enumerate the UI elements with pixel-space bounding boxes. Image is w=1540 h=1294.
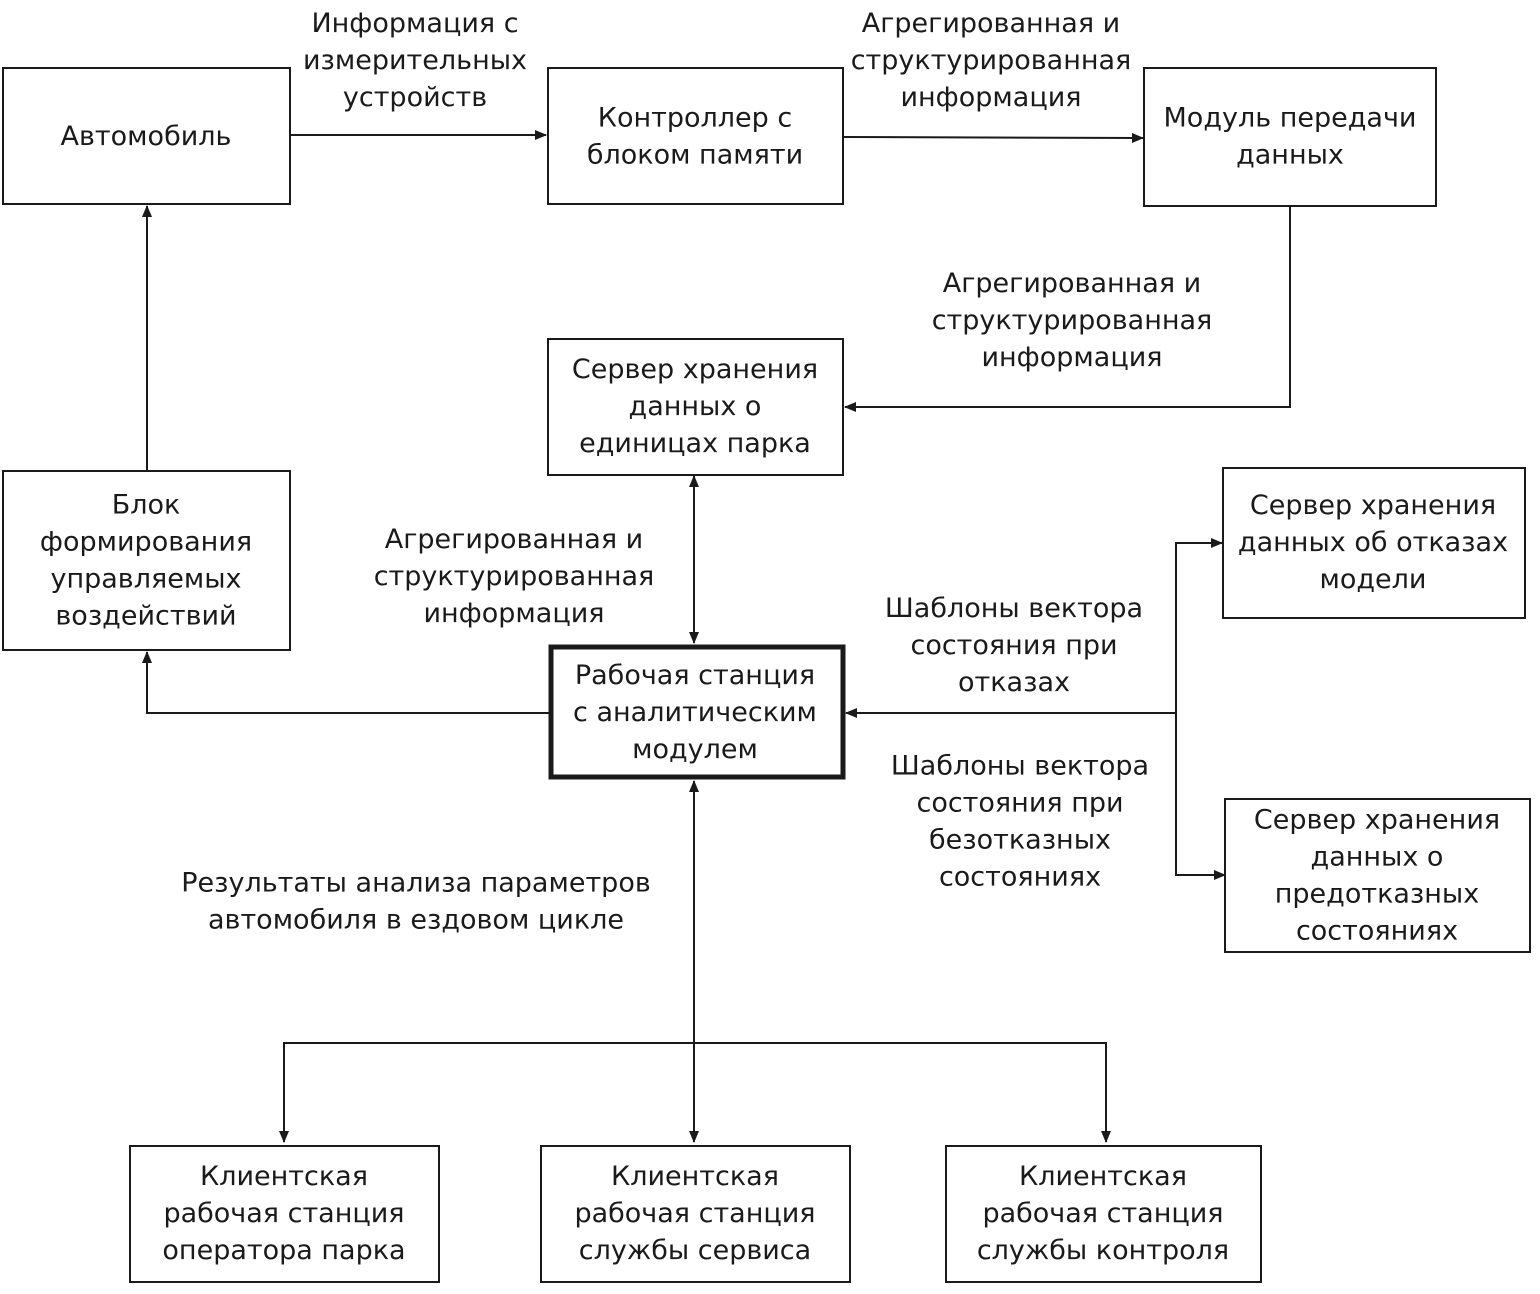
- node-control-block-label: Блок формирования управляемых воздействий: [40, 490, 252, 632]
- text-line: Рабочая станция: [575, 660, 815, 691]
- text-line: модулем: [632, 734, 758, 765]
- text-line: Автомобиль: [61, 121, 232, 152]
- text-line: Информация с: [311, 8, 518, 39]
- node-fleet-server-label: Сервер хранения данных о единицах парка: [572, 354, 818, 459]
- text-line: с аналитическим: [573, 697, 817, 728]
- text-line: состояния при: [910, 630, 1117, 661]
- node-client-operator-label: Клиентская рабочая станция оператора парка: [162, 1161, 405, 1266]
- node-transmitter: Модуль передачи данных: [1143, 67, 1437, 207]
- label-transmitter-to-fleet-server: Агрегированная и структурированная информа…: [932, 268, 1213, 373]
- text-line: Сервер хранения: [1250, 490, 1496, 521]
- text-line: рабочая станция: [982, 1198, 1223, 1229]
- text-line: состояниях: [1296, 916, 1458, 947]
- arrow-to-client-control: [694, 1042, 1111, 1143]
- text-line: состояния при: [916, 788, 1123, 819]
- text-line: данных о: [629, 391, 762, 422]
- text-line: Блок: [112, 490, 181, 521]
- node-control-block: Блок формирования управляемых воздействий: [2, 470, 291, 651]
- text-line: Сервер хранения: [572, 354, 818, 385]
- text-line: модели: [1320, 564, 1427, 595]
- text-line: структурированная: [932, 305, 1213, 336]
- text-line: рабочая станция: [163, 1198, 404, 1229]
- text-line: Клиентская: [200, 1161, 368, 1192]
- connectors: [142, 130, 1291, 1143]
- text-line: структурированная: [374, 561, 655, 592]
- text-line: устройств: [343, 82, 487, 113]
- node-client-operator: Клиентская рабочая станция оператора парка: [129, 1145, 440, 1283]
- text-line: службы сервиса: [579, 1235, 811, 1266]
- text-line: безотказных: [929, 825, 1111, 856]
- text-line: Контроллер с: [598, 103, 792, 134]
- node-controller: Контроллер с блоком памяти: [547, 67, 844, 205]
- text-line: данных об отказах: [1238, 527, 1508, 558]
- text-line: информация: [423, 598, 604, 629]
- label-nonfailure-templates: Шаблоны вектора состояния при безотказных с…: [891, 751, 1149, 893]
- label-fleet-server-workstation: Агрегированная и структурированная информа…: [374, 524, 655, 629]
- label-car-to-controller: Информация с измерительных устройств: [303, 8, 527, 113]
- text-line: измерительных: [303, 45, 527, 76]
- arrow-controller-to-transmitter: [842, 132, 1144, 143]
- text-line: данных о: [1311, 842, 1444, 873]
- text-line: единицах парка: [579, 428, 811, 459]
- node-controller-label: Контроллер с блоком памяти: [587, 103, 803, 171]
- text-line: Клиентская: [1019, 1161, 1187, 1192]
- text-line: Агрегированная и: [943, 268, 1201, 299]
- text-line: отказах: [958, 667, 1070, 698]
- text-line: Агрегированная и: [385, 524, 643, 555]
- node-car: Автомобиль: [2, 67, 291, 205]
- node-prefailure-server: Сервер хранения данных о предотказных состо…: [1224, 798, 1531, 953]
- text-line: оператора парка: [162, 1235, 405, 1266]
- text-line: состояниях: [939, 862, 1101, 893]
- text-line: рабочая станция: [574, 1198, 815, 1229]
- arrow-transmitter-to-fleet-server: [844, 206, 1291, 412]
- node-fleet-server: Сервер хранения данных о единицах парка: [547, 338, 844, 476]
- node-failure-server-label: Сервер хранения данных об отказах модели: [1238, 490, 1508, 595]
- text-line: автомобиля в ездовом цикле: [208, 905, 624, 936]
- arrow-to-client-operator: [279, 1042, 694, 1143]
- text-line: информация: [900, 82, 1081, 113]
- text-line: данных: [1236, 140, 1344, 171]
- text-line: Клиентская: [611, 1161, 779, 1192]
- text-line: Шаблоны вектора: [885, 593, 1143, 624]
- bracket-to-prefailure-server: [1175, 713, 1226, 880]
- text-line: Результаты анализа параметров: [181, 868, 651, 899]
- node-car-label: Автомобиль: [61, 121, 232, 152]
- node-workstation: Рабочая станция с аналитическим модулем: [548, 644, 846, 780]
- node-client-control-label: Клиентская рабочая станция службы контроля: [977, 1161, 1229, 1266]
- label-analysis-results: Результаты анализа параметров автомобиля …: [181, 868, 651, 936]
- node-client-service: Клиентская рабочая станция службы сервиса: [540, 1145, 851, 1283]
- label-controller-to-transmitter: Агрегированная и структурированная информа…: [851, 8, 1132, 113]
- text-line: Сервер хранения: [1254, 805, 1500, 836]
- arrow-workstation-to-control-block: [142, 651, 551, 714]
- node-prefailure-server-label: Сервер хранения данных о предотказных состо…: [1254, 805, 1500, 947]
- node-client-service-label: Клиентская рабочая станция службы сервиса: [574, 1161, 815, 1266]
- text-line: структурированная: [851, 45, 1132, 76]
- text-line: предотказных: [1275, 879, 1479, 910]
- node-workstation-label: Рабочая станция с аналитическим модулем: [573, 660, 817, 765]
- text-line: управляемых: [50, 564, 241, 595]
- text-line: Агрегированная и: [862, 8, 1120, 39]
- text-line: формирования: [40, 527, 252, 558]
- node-failure-server: Сервер хранения данных об отказах модели: [1222, 467, 1526, 619]
- text-line: службы контроля: [977, 1235, 1229, 1266]
- label-failure-templates: Шаблоны вектора состояния при отказах: [885, 593, 1143, 698]
- text-line: информация: [981, 342, 1162, 373]
- text-line: Модуль передачи: [1164, 103, 1417, 134]
- text-line: Шаблоны вектора: [891, 751, 1149, 782]
- text-line: воздействий: [55, 601, 236, 632]
- node-transmitter-label: Модуль передачи данных: [1164, 103, 1417, 171]
- node-client-control: Клиентская рабочая станция службы контроля: [945, 1145, 1262, 1283]
- text-line: блоком памяти: [587, 140, 803, 171]
- bracket-to-failure-server: [1175, 538, 1223, 713]
